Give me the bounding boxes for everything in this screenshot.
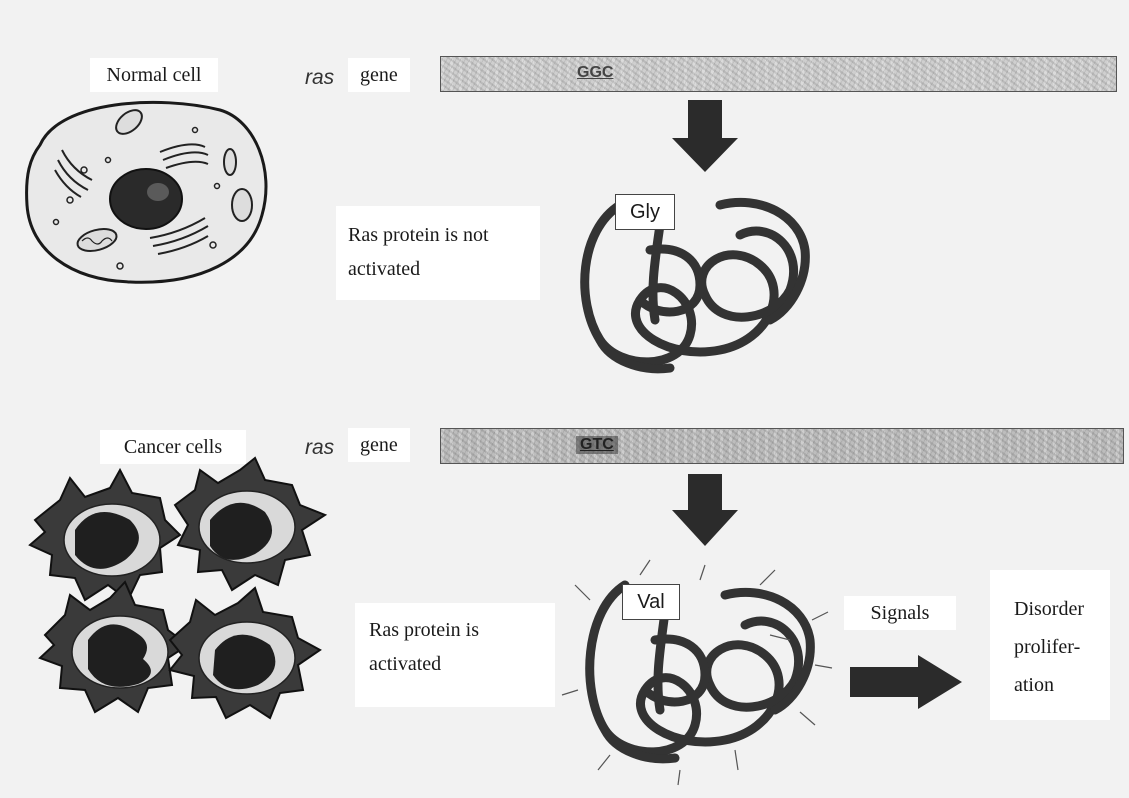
cancer-codon: GTC (576, 436, 618, 454)
down-arrow-bottom (672, 474, 738, 546)
down-arrow-top (672, 100, 738, 172)
signals-arrow (850, 655, 962, 709)
normal-gene-label: gene (348, 58, 410, 92)
active-protein-label: Ras protein is activated (355, 603, 555, 707)
inactive-protein-label: Ras protein is not activated (336, 206, 540, 300)
normal-codon: GGC (577, 64, 613, 82)
normal-ras-gene-bar (440, 56, 1117, 92)
active-protein-spikes (562, 560, 832, 785)
cancer-cells-label: Cancer cells (100, 430, 246, 464)
normal-cell-label: Normal cell (90, 58, 218, 92)
normal-cell-illustration (27, 102, 266, 282)
gly-amino-acid-label: Gly (615, 194, 675, 230)
val-amino-acid-label: Val (622, 584, 680, 620)
normal-ras-label: ras (305, 66, 334, 90)
cancer-gene-label: gene (348, 428, 410, 462)
signals-label: Signals (844, 596, 956, 630)
cancer-ras-label: ras (305, 436, 334, 460)
disorder-proliferation-label: Disorder prolifer- ation (990, 570, 1110, 720)
cancer-ras-gene-bar (440, 428, 1124, 464)
